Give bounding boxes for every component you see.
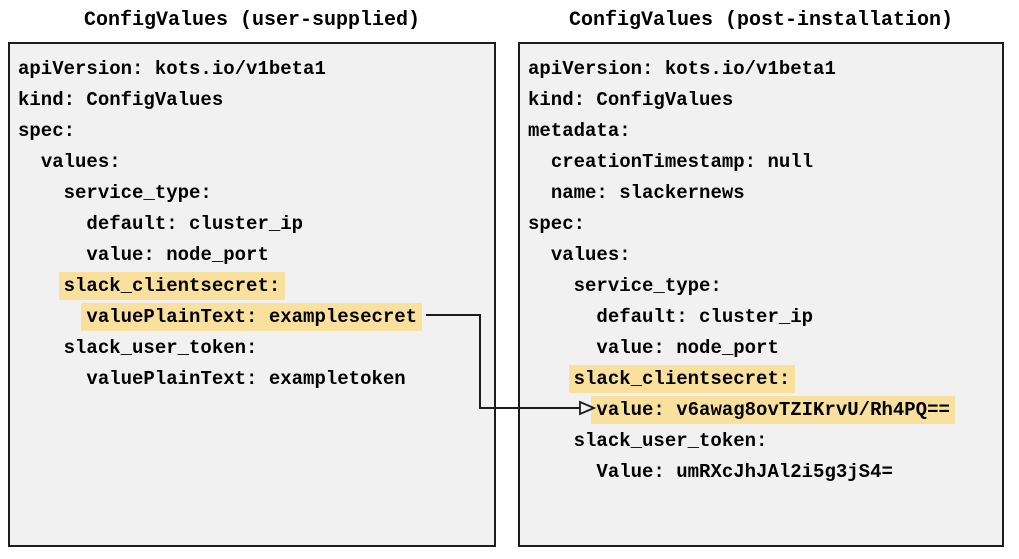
code-line: slack_user_token: (18, 333, 494, 364)
code-text: value: v6awag8ovTZIKrvU/Rh4PQ== (591, 396, 955, 424)
code-text: name: slackernews (550, 182, 745, 204)
code-text: apiVersion: kots.io/v1beta1 (18, 58, 326, 80)
code-line: default: cluster_ip (18, 209, 494, 240)
code-text: spec: (18, 120, 76, 142)
code-line: Value: umRXcJhJAl2i5g3jS4= (528, 457, 1002, 488)
code-text: spec: (528, 213, 586, 235)
code-text: Value: umRXcJhJAl2i5g3jS4= (596, 461, 893, 483)
code-text: default: cluster_ip (596, 306, 814, 328)
code-text: kind: ConfigValues (528, 89, 734, 111)
code-line: valuePlainText: exampletoken (18, 364, 494, 395)
indent (528, 306, 596, 328)
indent (528, 151, 551, 173)
code-text: value: node_port (86, 244, 269, 266)
highlighted-code-line: slack_clientsecret: (528, 364, 1002, 395)
indent (18, 213, 86, 235)
code-text: default: cluster_ip (86, 213, 304, 235)
code-line: name: slackernews (528, 178, 1002, 209)
code-line: metadata: (528, 116, 1002, 147)
code-text: slack_user_token: (573, 430, 768, 452)
code-line: creationTimestamp: null (528, 147, 1002, 178)
right-panel-title: ConfigValues (post-installation) (568, 9, 954, 32)
highlighted-code-line: value: v6awag8ovTZIKrvU/Rh4PQ== (528, 395, 1002, 426)
indent (528, 182, 551, 204)
indent (528, 399, 596, 421)
code-text: values: (550, 244, 631, 266)
highlighted-code-line: valuePlainText: examplesecret (18, 302, 494, 333)
code-text: apiVersion: kots.io/v1beta1 (528, 58, 836, 80)
code-text: creationTimestamp: null (550, 151, 814, 173)
code-text: values: (40, 151, 121, 173)
code-text: valuePlainText: examplesecret (81, 303, 423, 331)
code-line: slack_user_token: (528, 426, 1002, 457)
post-installation-config-panel: apiVersion: kots.io/v1beta1 kind: ConfigV… (518, 42, 1004, 547)
indent (18, 275, 64, 297)
indent (528, 337, 596, 359)
indent (528, 461, 596, 483)
indent (528, 368, 574, 390)
indent (528, 430, 574, 452)
code-line: spec: (528, 209, 1002, 240)
code-line: service_type: (528, 271, 1002, 302)
indent (528, 244, 551, 266)
indent (18, 306, 86, 328)
code-line: kind: ConfigValues (528, 85, 1002, 116)
code-text: slack_user_token: (63, 337, 258, 359)
code-text: service_type: (63, 182, 212, 204)
code-line: apiVersion: kots.io/v1beta1 (528, 54, 1002, 85)
indent (18, 337, 64, 359)
indent (528, 275, 574, 297)
indent (18, 151, 41, 173)
code-line: values: (18, 147, 494, 178)
code-text: service_type: (573, 275, 722, 297)
code-text: value: node_port (596, 337, 779, 359)
code-line: value: node_port (528, 333, 1002, 364)
user-supplied-config-panel: apiVersion: kots.io/v1beta1 kind: ConfigV… (8, 42, 496, 547)
indent (18, 368, 86, 390)
code-text: metadata: (528, 120, 631, 142)
left-panel-title: ConfigValues (user-supplied) (83, 9, 421, 32)
indent (18, 182, 64, 204)
highlighted-code-line: slack_clientsecret: (18, 271, 494, 302)
code-line: apiVersion: kots.io/v1beta1 (18, 54, 494, 85)
code-text: kind: ConfigValues (18, 89, 224, 111)
code-line: values: (528, 240, 1002, 271)
indent (18, 244, 86, 266)
code-line: default: cluster_ip (528, 302, 1002, 333)
code-line: kind: ConfigValues (18, 85, 494, 116)
code-text: valuePlainText: exampletoken (86, 368, 406, 390)
code-text: slack_clientsecret: (568, 365, 796, 393)
code-line: value: node_port (18, 240, 494, 271)
code-line: service_type: (18, 178, 494, 209)
code-line: spec: (18, 116, 494, 147)
code-text: slack_clientsecret: (58, 272, 286, 300)
